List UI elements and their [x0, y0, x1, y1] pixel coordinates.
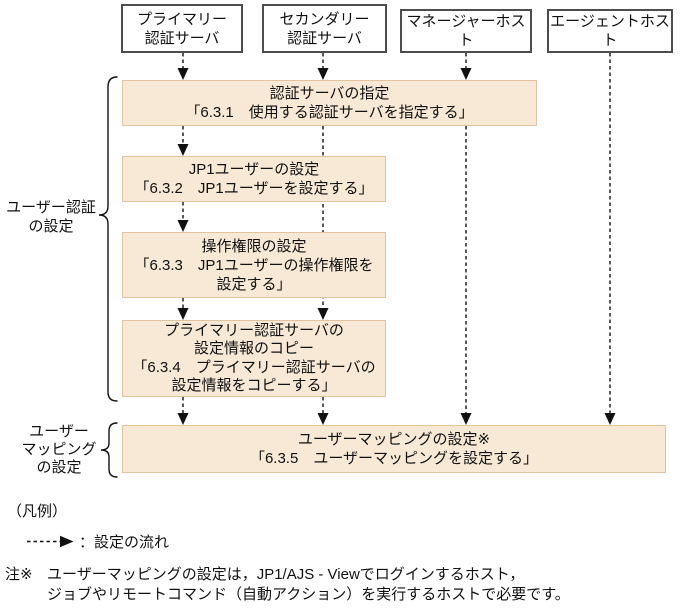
step-box-set-jp1-user: JP1ユーザーの設定 「6.3.2 JP1ユーザーを設定する」: [122, 156, 386, 202]
legend-flow-label: ：設定の流れ: [79, 534, 170, 551]
group-label-user-mapping-settings: ユーザー マッピング の設定: [21, 423, 97, 476]
flow-arrows-manager: [460, 53, 472, 425]
host-box-primary-auth-server: プライマリー 認証サーバ: [121, 4, 243, 53]
arrow-head-icon: [317, 68, 329, 80]
arrow-head-icon: [460, 413, 472, 425]
group-brace-user-auth: [98, 76, 118, 402]
arrow-head-icon: [460, 68, 472, 80]
arrow-head-icon: [177, 220, 189, 232]
step-box-copy-primary-settings: プライマリー認証サーバの 設定情報のコピー 「6.3.4 プライマリー認証サーバ…: [122, 320, 386, 397]
note-line-1: ユーザーマッピングの設定は，JP1/AJS - Viewでログインするホスト，: [47, 566, 525, 583]
arrow-head-icon: [177, 144, 189, 156]
step-box-set-operation-permission: 操作権限の設定 「6.3.3 JP1ユーザーの操作権限を 設定する」: [122, 232, 386, 298]
arrow-head-icon: [177, 308, 189, 320]
arrow-head-icon: [177, 413, 189, 425]
host-box-manager-host: マネージャーホスト: [400, 9, 532, 53]
arrow-head-icon: [60, 535, 74, 548]
step-box-set-user-mapping: ユーザーマッピングの設定※ 「6.3.5 ユーザーマッピングを設定する」: [122, 425, 666, 473]
arrow-head-icon: [317, 413, 329, 425]
step-box-specify-auth-server: 認証サーバの指定 「6.3.1 使用する認証サーバを指定する」: [122, 80, 537, 126]
arrow-head-icon: [604, 413, 616, 425]
group-label-user-auth-settings: ユーザー認証 の設定: [6, 199, 96, 235]
flow-arrows-primary: [177, 53, 189, 425]
flow-arrows-agent: [604, 53, 616, 425]
host-box-secondary-auth-server: セカンダリー 認証サーバ: [262, 4, 387, 53]
note-line-2: ジョブやリモートコマンド（自動アクション）を実行するホストで必要です。: [47, 586, 570, 603]
note-marker: 注※: [5, 566, 33, 583]
arrow-head-icon: [317, 308, 329, 320]
legend-heading: （凡例）: [7, 503, 68, 520]
group-brace-user-mapping: [100, 422, 118, 478]
arrow-head-icon: [177, 68, 189, 80]
host-box-agent-host: エージェントホスト: [547, 9, 673, 53]
legend-flow-arrow: [27, 535, 74, 548]
